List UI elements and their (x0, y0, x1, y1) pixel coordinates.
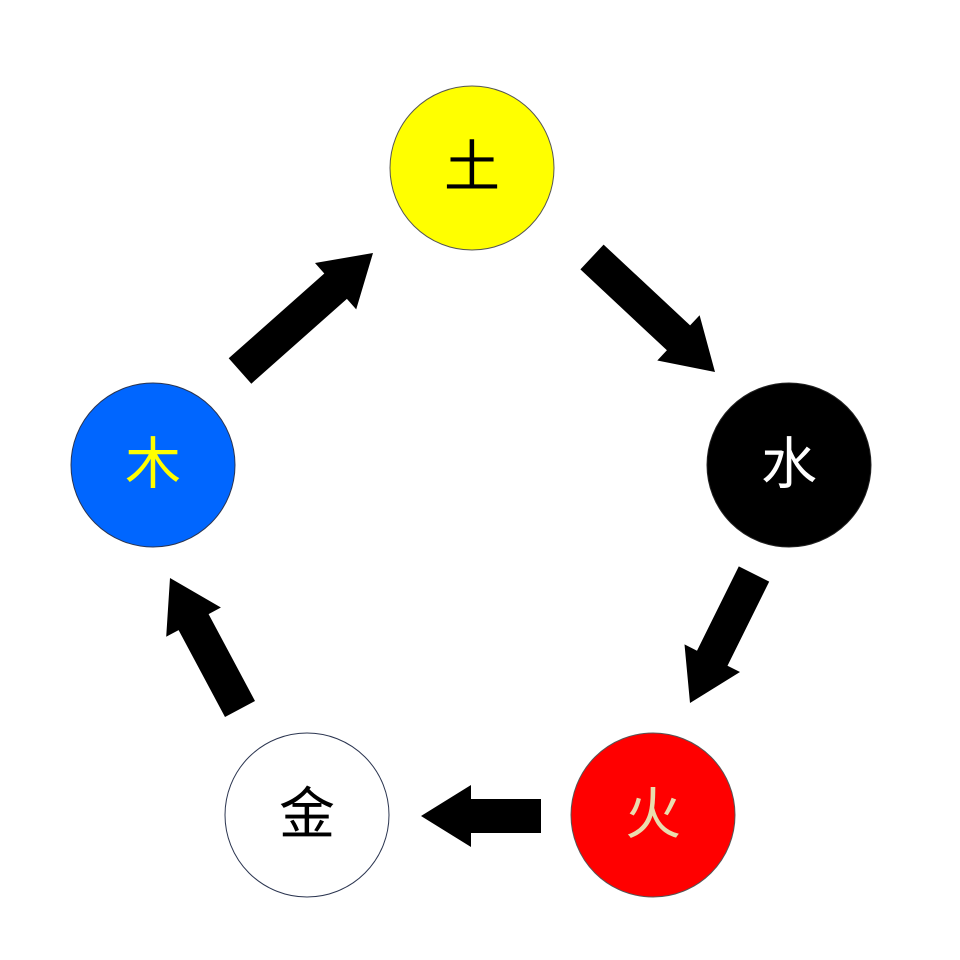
node-wood-circle (70, 382, 236, 548)
node-metal-circle (224, 732, 390, 898)
node-water-circle (706, 382, 872, 548)
node-fire: 火 (570, 732, 736, 898)
arrow-metal-to-wood (166, 578, 255, 717)
node-earth-circle (389, 85, 555, 251)
node-earth: 土 (389, 85, 555, 251)
node-earth-label: 土 (444, 136, 500, 201)
arrows-group (166, 244, 770, 847)
node-fire-circle (570, 732, 736, 898)
node-metal: 金 (224, 732, 390, 898)
node-metal-label: 金 (279, 783, 335, 848)
node-fire-label: 火 (625, 783, 681, 848)
node-wood: 木 (70, 382, 236, 548)
arrow-wood-to-earth (228, 253, 373, 384)
node-wood-label: 木 (125, 433, 181, 498)
arrow-water-to-fire (684, 566, 770, 703)
arrow-fire-to-metal (421, 785, 541, 847)
arrow-earth-to-water (580, 244, 715, 372)
node-water: 水 (706, 382, 872, 548)
node-water-label: 水 (761, 433, 817, 498)
